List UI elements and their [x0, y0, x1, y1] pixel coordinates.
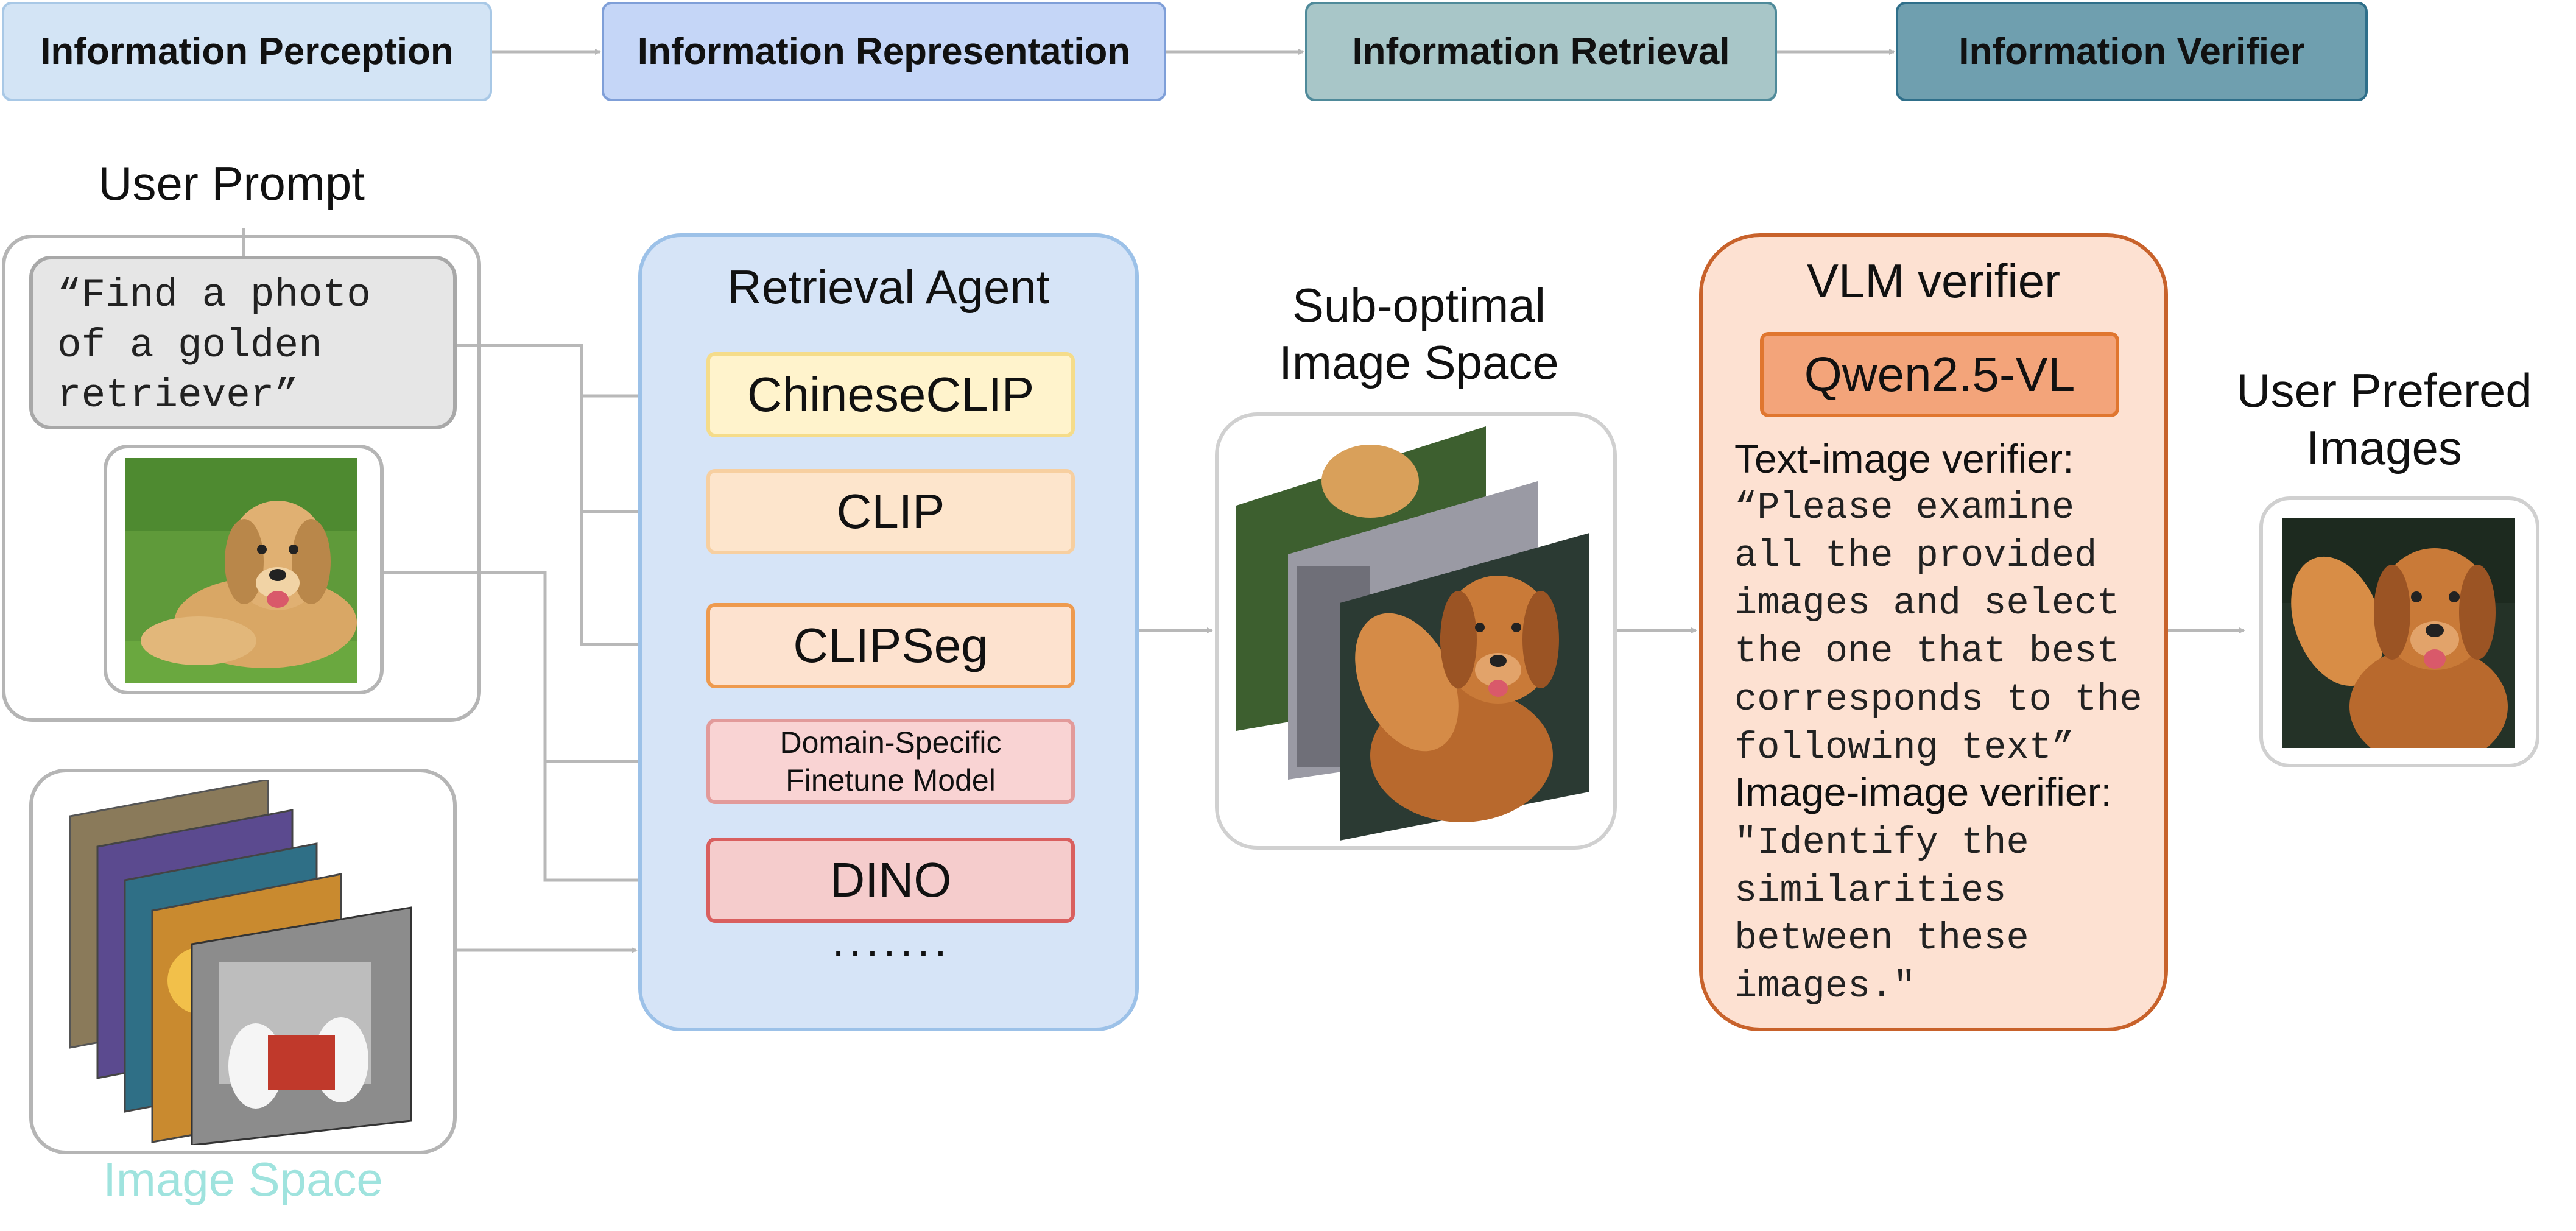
image-space-box	[29, 769, 457, 1154]
stage-information-verifier: Information Verifier	[1896, 2, 2368, 101]
preferred-dog-photo	[2282, 518, 2515, 748]
prompt-text-box: “Find a photo of a golden retriever”	[29, 256, 457, 429]
stage-information-perception: Information Perception	[2, 2, 492, 101]
golden-retriever-photo	[125, 458, 357, 683]
model-chineseclip: ChineseCLIP	[706, 352, 1075, 437]
prompt-text: “Find a photo of a golden retriever”	[57, 272, 371, 418]
model-clipseg: CLIPSeg	[706, 603, 1075, 688]
qwen-model-badge: Qwen2.5-VL	[1760, 332, 2119, 417]
suboptimal-image-stack	[1230, 426, 1608, 847]
stage-information-representation: Information Representation	[602, 2, 1166, 101]
suboptimal-title: Sub-optimal Image Space	[1279, 278, 1559, 389]
image-image-verifier-label: Image-image verifier:	[1734, 769, 2112, 814]
image-stack-icon	[61, 778, 426, 1146]
text-image-verifier-label: Text-image verifier:	[1734, 436, 2074, 481]
stage-information-retrieval: Information Retrieval	[1305, 2, 1777, 101]
image-image-verifier-prompt: "Identify the similarities between these…	[1734, 821, 2029, 1009]
model-clip: CLIP	[706, 469, 1075, 554]
preferred-title: User Prefered Images	[2236, 364, 2532, 474]
user-prompt-title: User Prompt	[98, 157, 365, 210]
retrieval-agent-title: Retrieval Agent	[727, 260, 1050, 314]
image-space-label: Image Space	[103, 1152, 383, 1206]
suboptimal-box	[1215, 412, 1617, 850]
vlm-verifier-title: VLM verifier	[1806, 254, 2061, 308]
more-models-ellipsis: ·······	[831, 926, 951, 975]
model-dino: DINO	[706, 838, 1075, 923]
user-prompt-box	[2, 235, 481, 722]
text-image-verifier-prompt: “Please examine all the provided images …	[1734, 486, 2142, 769]
model-domain-specific: Domain-Specific Finetune Model	[706, 719, 1075, 804]
